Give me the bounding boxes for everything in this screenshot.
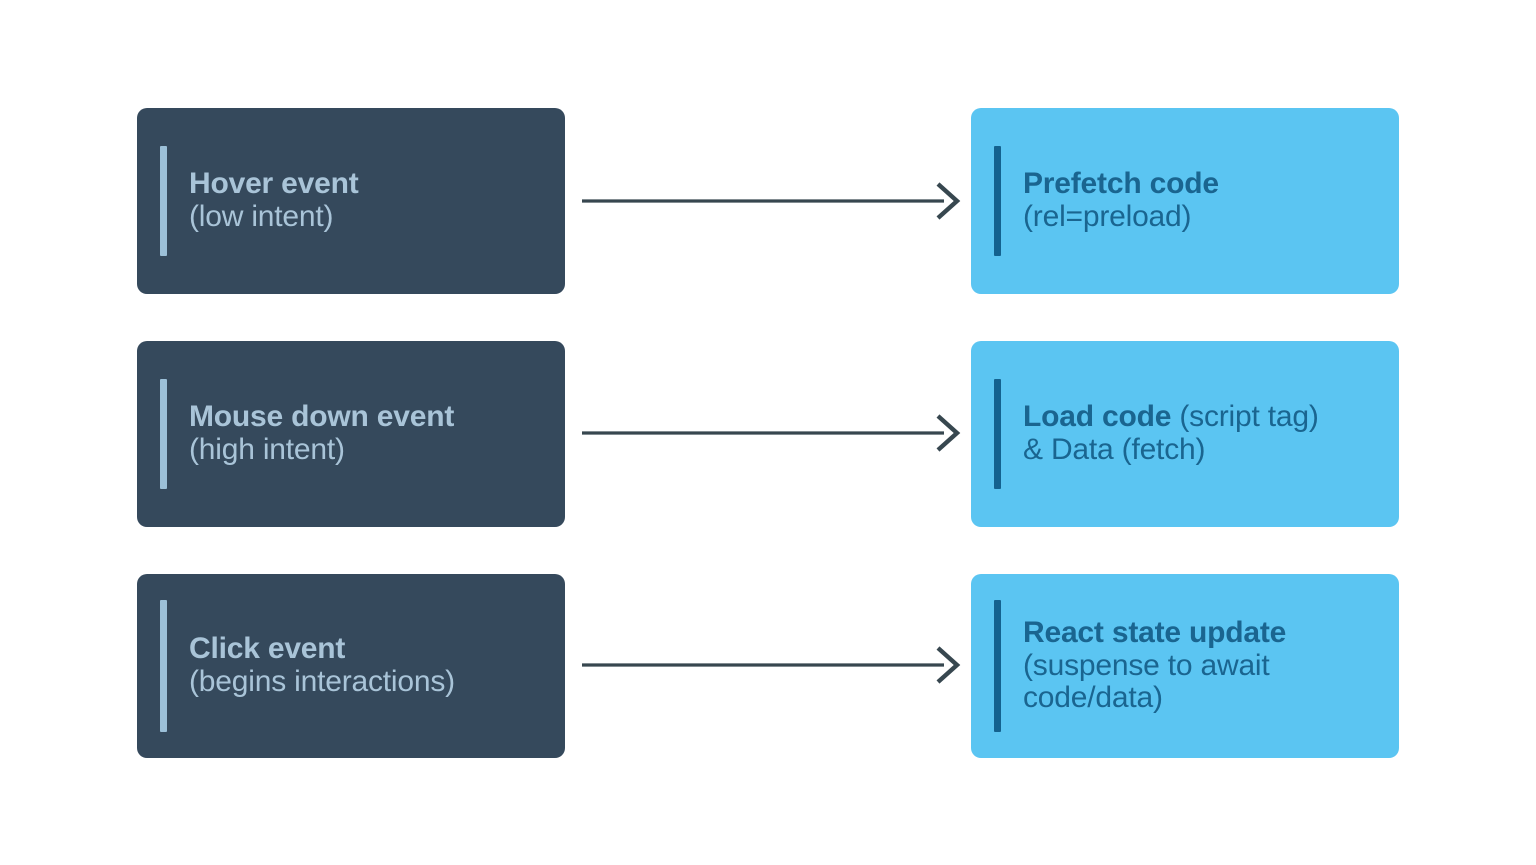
arrow-head-icon xyxy=(936,414,961,452)
source-box-line-main: Click event xyxy=(189,632,346,666)
target-box-line-main-strong: Load code xyxy=(1023,400,1180,434)
source-box-line-main: Mouse down event xyxy=(189,400,455,434)
source-box-line-sub: (begins interactions) xyxy=(189,665,455,698)
target-box-text: Prefetch code (rel=preload) xyxy=(1023,168,1399,233)
accent-bar-icon xyxy=(994,600,1001,732)
accent-bar-icon xyxy=(160,379,167,489)
target-box-prefetch-code[interactable]: Prefetch code (rel=preload) xyxy=(971,108,1399,294)
target-box-line-main-soft: (script tag) xyxy=(1179,400,1319,434)
source-box-text: Mouse down event (high intent) xyxy=(189,401,565,466)
accent-bar-icon xyxy=(160,600,167,732)
source-box-mouse-down-event[interactable]: Mouse down event (high intent) xyxy=(137,341,565,527)
source-box-text: Hover event (low intent) xyxy=(189,168,565,233)
target-box-react-state-update[interactable]: React state update (suspense to await co… xyxy=(971,574,1399,758)
target-box-line-main: React state update xyxy=(1023,616,1287,650)
source-box-line-sub: (low intent) xyxy=(189,200,334,233)
source-box-text: Click event (begins interactions) xyxy=(189,633,565,698)
source-box-hover-event[interactable]: Hover event (low intent) xyxy=(137,108,565,294)
arrow-connector-2 xyxy=(582,414,961,452)
arrow-connector-3 xyxy=(582,646,961,684)
source-box-line-sub: (high intent) xyxy=(189,433,345,466)
target-box-line-sub: & Data (fetch) xyxy=(1023,433,1206,466)
target-box-text: Load code (script tag) & Data (fetch) xyxy=(1023,401,1399,466)
target-box-line-sub-2: code/data) xyxy=(1023,681,1163,715)
source-box-line-main: Hover event xyxy=(189,167,359,201)
arrow-connector-1 xyxy=(582,182,961,220)
target-box-text: React state update (suspense to await co… xyxy=(1023,617,1399,715)
arrow-head-icon xyxy=(936,182,961,220)
target-box-load-code-and-data[interactable]: Load code (script tag) & Data (fetch) xyxy=(971,341,1399,527)
target-box-line-main: Prefetch code xyxy=(1023,167,1219,201)
target-box-line-sub: (rel=preload) xyxy=(1023,200,1192,233)
target-box-line-sub: (suspense to await xyxy=(1023,648,1270,682)
arrow-head-icon xyxy=(936,646,961,684)
source-box-click-event[interactable]: Click event (begins interactions) xyxy=(137,574,565,758)
target-box-line-main: Load code (script tag) xyxy=(1023,401,1387,434)
accent-bar-icon xyxy=(160,146,167,256)
accent-bar-icon xyxy=(994,146,1001,256)
accent-bar-icon xyxy=(994,379,1001,489)
